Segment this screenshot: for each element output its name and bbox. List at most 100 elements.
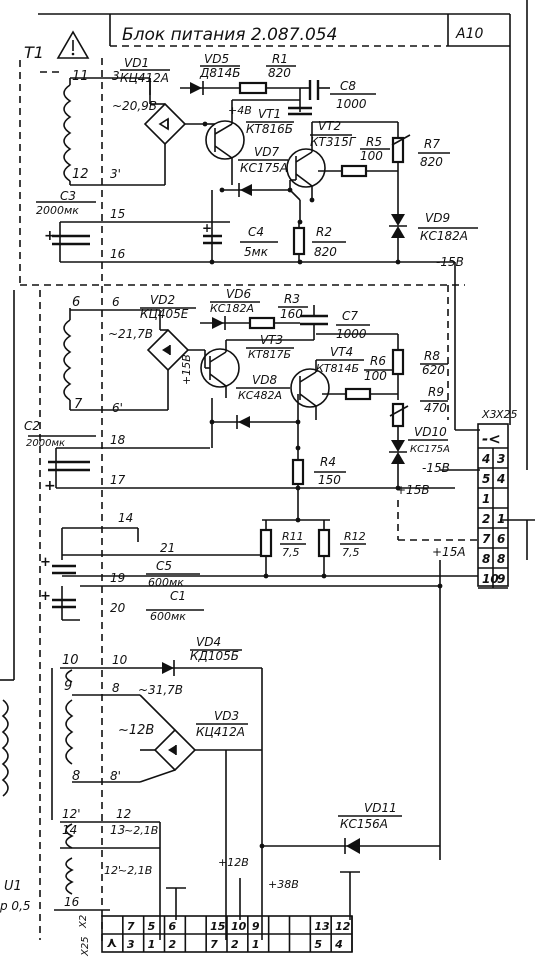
pin-12b: 12 [116,807,131,821]
c1-ref: C1 [170,589,186,603]
pin-14: 14 [118,511,133,525]
out-minus15-1: -15В [436,255,464,269]
c1-value: 600мк [150,610,186,623]
voltage-31-7: ~31,7В [138,683,183,697]
c2-ref: C2 [24,419,40,433]
c3-ref: C3 [60,189,76,203]
r5-ref: R5 [366,135,382,149]
vd5-ref: VD5 [204,52,229,66]
vd5-type: Д814Б [199,66,241,80]
vd10-type: КС175А [410,444,450,455]
section-1: 11 12 3 3' ~20,9В C3 2000мк 15 16 + VD1 … [36,52,478,430]
pin-16: 16 [110,247,126,261]
bottom-pin-top: 10 [231,920,247,933]
r12-value: 7,5 [342,546,360,559]
pin-10b: 10 [112,653,128,667]
c7-ref: C7 [342,309,358,323]
svg-text:+: + [40,589,51,604]
vt3-bias: +15В [180,354,193,385]
pin-8p: 8' [110,769,121,783]
vd3-type: КЦ412А [196,725,245,739]
pin-20: 20 [110,601,126,615]
vd8-ref: VD8 [252,373,277,387]
c8-value: 1000 [336,97,367,111]
r8-value: 620 [422,363,445,377]
vd7-type: КС175А [240,161,288,175]
r9-value: 470 [424,401,447,415]
left-fragment: U1 р 0,5 [0,290,31,913]
r1-value: 820 [268,66,291,80]
bottom-pin-bottom: 4 [334,938,343,951]
vd1-ref: VD1 [124,56,149,70]
bottom-pin-bottom: 1 [148,938,156,951]
bottom-pin-top: 7 [127,920,135,933]
pin-15: 15 [110,207,125,221]
pin-14b: 12' [62,807,81,821]
r4-value: 150 [318,473,341,487]
transformer-label: T1 [24,43,44,62]
r4-ref: R4 [320,455,336,469]
pin-18: 18 [110,433,126,447]
bottom-pin-top: 6 [169,920,177,933]
c5-value: 600мк [148,576,184,589]
bottom-pin-bottom: 1 [252,938,260,951]
vd9-ref: VD9 [425,211,450,225]
section-4: 10 9 8 10 8 8' ~31,7В ~12В VD4 КД105Б VD… [51,635,440,940]
pin-15b: 14 [62,823,77,837]
block-title: Блок питания 2.087.054 [122,25,337,45]
pin-6b: 6 [112,295,120,309]
x3-pin-right: 8 [497,552,505,566]
vt1-bias: +4В [228,104,252,117]
pin-12: 12 [72,167,89,182]
block-ref: A10 [455,26,483,42]
out-minus15-2: -15В [422,461,450,475]
vd10-ref: VD10 [414,425,447,439]
voltage-20-9: ~20,9В [112,99,157,113]
x3-pin-right: 4 [496,472,505,486]
bottom-pin-bottom: 2 [169,938,177,951]
section-3: 14 21 19 20 + C5 600мк + C1 600мк R11 [40,488,478,860]
vd11-ref: VD11 [364,801,397,815]
pin-8: 8 [72,769,80,784]
x3-pin-left: 5 [482,472,490,486]
vd2-type: КЦ405Е [140,307,189,321]
voltage-2-1a: ~2,1В [124,824,158,837]
x3-label: X3 [481,408,497,421]
pin-3: 3 [112,69,120,83]
pin-9: 9 [64,679,72,694]
bottom-pin-top: 9 [252,920,260,933]
c2-value: 2000мк [26,438,65,449]
vt4-type: КТ814Б [316,362,359,375]
vt4-ref: VT4 [330,345,353,359]
pin-19: 19 [110,571,125,585]
vd2-ref: VD2 [150,293,175,307]
r11-ref: R11 [282,530,304,543]
x3-pin-left: 7 [482,532,491,546]
c5-ref: C5 [156,559,172,573]
vd4-ref: VD4 [196,635,221,649]
bottom-conn-label: X2 [78,915,89,929]
bottom-key-icon: ⋏ [106,935,117,951]
x3-pin-right: 9 [497,572,505,586]
svg-text:+: + [202,221,212,235]
bottom-pin-bottom: 5 [314,938,322,951]
pin-11: 11 [72,69,89,84]
r7-value: 820 [420,155,443,169]
r2-ref: R2 [316,225,332,239]
c4-value: 5мк [244,245,269,259]
warning-triangle-icon [56,30,90,59]
vd11-type: КС156А [340,817,388,831]
pin-6p: 6' [112,401,123,415]
x3-label2: X25 [495,408,518,421]
c4-ref: C4 [248,225,264,239]
u1-label: U1 [4,879,22,894]
r5-value: 100 [360,149,383,163]
vd6-ref: VD6 [226,287,251,301]
out-plus38: +38В [268,878,299,891]
svg-text:+: + [40,555,51,570]
bottom-pin-top: 12 [335,920,351,933]
x3-pin-right: 1 [497,512,505,526]
